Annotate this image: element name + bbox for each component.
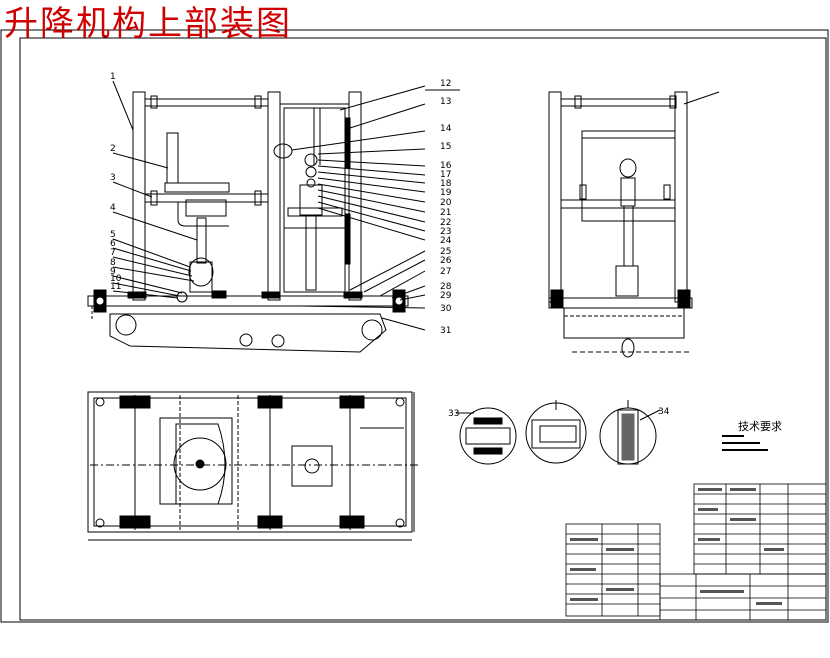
callout-right-23: 23 [440,227,451,237]
callout-left-7: 7 [110,248,116,258]
drawing-title: 升降机构上部装图 [4,4,292,44]
callout-left-10: 10 [110,274,122,284]
callout-right-15: 15 [440,142,451,152]
left-callouts [112,80,198,299]
callout-right-28: 28 [440,282,452,292]
callout-right-29: 29 [440,291,452,301]
front-view [87,91,409,353]
callout-right-14: 14 [440,124,452,134]
callout-right-22: 22 [440,218,451,228]
callout-right-18: 18 [440,179,452,189]
callout-left-1: 1 [110,72,116,82]
callout-left-8: 8 [110,258,116,268]
callout-left-3: 3 [110,173,116,183]
callout-right-30: 30 [440,304,452,314]
callout-right-31: 31 [440,326,451,336]
callout-right-19: 19 [440,188,452,198]
callout-right-17: 17 [440,170,451,180]
plan-view [87,391,420,541]
callout-left-4: 4 [110,203,116,213]
callout-right-16: 16 [440,161,452,171]
right-callouts [291,85,460,331]
callout-right-21: 21 [440,208,451,218]
callout-detail-33: 33 [448,409,459,419]
callout-left-11: 11 [110,282,121,292]
title-block [565,483,827,621]
tech-notes [722,435,768,451]
callout-right-26: 26 [440,256,452,266]
callout-right-13: 13 [440,97,451,107]
callout-right-20: 20 [440,198,452,208]
side-view [548,91,720,358]
outer-border [0,29,829,623]
tech-requirements-title: 技术要求 [738,420,782,433]
callout-left-9: 9 [110,267,116,277]
callout-detail-34: 34 [658,407,670,417]
callout-labels: 1234567891011121314151617181920212223242… [110,72,670,419]
callout-left-2: 2 [110,144,116,154]
callout-right-12: 12 [440,79,451,89]
callout-left-5: 5 [110,230,116,240]
callout-right-25: 25 [440,247,451,257]
detail-views [456,400,661,465]
callout-right-24: 24 [440,236,452,246]
inner-border [19,37,827,621]
callout-right-27: 27 [440,267,451,277]
callout-left-6: 6 [110,239,116,249]
